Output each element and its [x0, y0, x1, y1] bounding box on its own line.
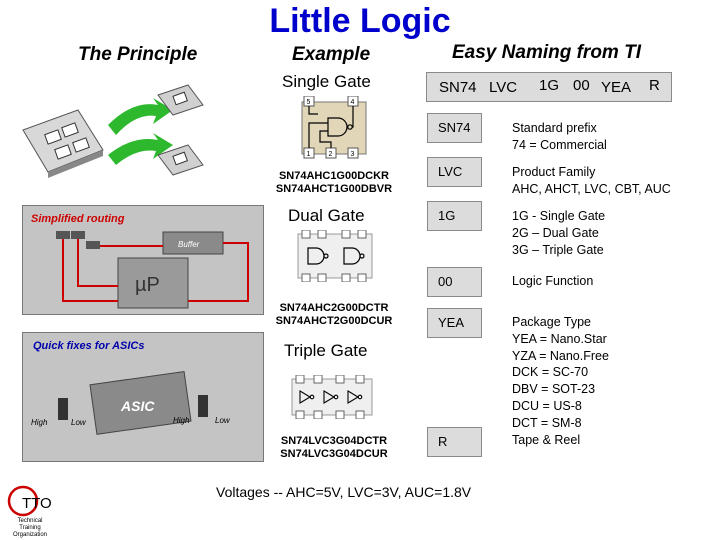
field-desc-gates: 1G - Single Gate 2G – Dual Gate 3G – Tri… [512, 209, 606, 257]
asic-image: Quick fixes for ASICs ASIC High Low High… [22, 332, 264, 462]
triple-gate-part-2: SN74LVC3G04DCUR [280, 448, 388, 460]
field-desc-function: Logic Function [512, 274, 594, 288]
dual-gate-title: Dual Gate [288, 206, 365, 225]
routing-image: Simplified routing µP Buffer [22, 205, 264, 315]
single-gate-chip-bottom [157, 144, 204, 176]
principle-header: The Principle [78, 44, 198, 65]
routing-buffer-label: Buffer [178, 240, 200, 249]
field-desc-prefix: Standard prefix 74 = Commercial [512, 121, 607, 152]
single-gate-part-1: SN74AHC1G00DCKR [278, 170, 390, 182]
dual-gate-package [297, 230, 373, 282]
asic-signal-3: High [173, 416, 190, 425]
green-arrow-lower [108, 133, 173, 165]
pin-3: 3 [351, 151, 355, 158]
example-header: Example [292, 44, 371, 65]
page-title: Little Logic [269, 2, 451, 40]
naming-header: Easy Naming from TI [452, 42, 641, 63]
field-box-function: 00 [427, 267, 482, 297]
code-seg-reel: R [649, 77, 660, 94]
part-number-code-bar: SN74 LVC 1G 00 YEA R [426, 72, 672, 102]
field-desc-family: Product Family AHC, AHCT, LVC, CBT, AUC [512, 165, 671, 196]
asic-signal-4: Low [215, 416, 231, 425]
asic-signal-1: High [31, 418, 48, 427]
dual-nand-symbols [307, 247, 365, 265]
single-gate-package: 5 4 1 2 3 [301, 96, 367, 159]
field-box-reel: R [427, 427, 482, 457]
asic-label: Quick fixes for ASICs [33, 340, 144, 352]
multi-gate-chip-image [22, 109, 104, 178]
code-seg-gates: 1G [539, 77, 560, 94]
field-box-prefix: SN74 [427, 113, 482, 143]
code-seg-package: YEA [601, 79, 632, 96]
field-box-package: YEA [427, 308, 482, 338]
field-desc-package: Package Type YEA = Nano.Star YZA = Nano.… [512, 315, 609, 447]
single-gate-chip-top [157, 84, 204, 116]
principle-illustration [22, 84, 204, 178]
pin-2: 2 [329, 151, 333, 158]
code-seg-prefix: SN74 [439, 79, 477, 96]
triple-gate-title: Triple Gate [284, 341, 368, 360]
pin-5: 5 [307, 99, 311, 106]
tto-logo-text: TTO [22, 495, 52, 512]
triple-inverter-symbols [299, 390, 363, 404]
voltages-footer: Voltages -- AHC=5V, LVC=3V, AUC=1.8V [216, 484, 472, 500]
dual-gate-part-1: SN74AHC2G00DCTR [279, 302, 389, 314]
nand-gate-symbol [308, 106, 354, 148]
pin-1: 1 [307, 151, 311, 158]
field-box-gates: 1G [427, 201, 482, 231]
triple-gate-package [291, 375, 373, 419]
triple-gate-part-1: SN74LVC3G04DCTR [280, 435, 388, 447]
green-arrow-upper [108, 98, 173, 135]
tto-logo-ring [7, 485, 39, 517]
pin-4: 4 [351, 99, 355, 106]
single-gate-title: Single Gate [282, 72, 371, 91]
tto-logo-sub: Technical Training Organization [12, 518, 48, 538]
field-box-family: LVC [427, 157, 482, 187]
code-seg-function: 00 [573, 77, 590, 94]
asic-chip-label: ASIC [120, 398, 155, 414]
asic-signal-2: Low [71, 418, 87, 427]
routing-chip-label: µP [135, 274, 160, 296]
routing-label: Simplified routing [31, 213, 125, 225]
code-seg-family: LVC [489, 79, 518, 96]
dual-gate-part-2: SN74AHCT2G00DCUR [275, 315, 393, 327]
single-gate-part-2: SN74AHCT1G00DBVR [275, 183, 393, 195]
